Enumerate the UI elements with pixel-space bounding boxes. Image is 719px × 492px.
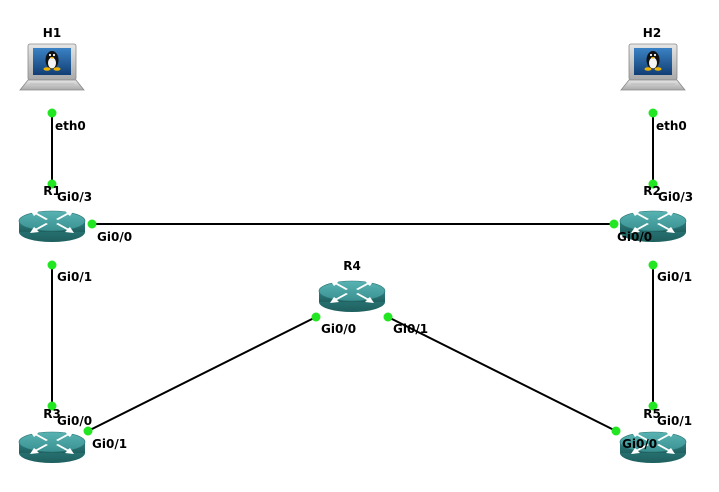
node-label-r4: R4 (343, 259, 361, 273)
port-label-r5-gi0-0: Gi0/0 (622, 437, 657, 451)
port-label-h1-eth0: eth0 (55, 119, 86, 133)
linux-host-icon[interactable] (19, 43, 85, 91)
router-icon[interactable] (18, 430, 86, 464)
node-label-r1: R1 (43, 184, 61, 198)
node-label-h2: H2 (643, 26, 661, 40)
port-dot-r1-gi0-0[interactable] (87, 219, 97, 229)
links-layer (51, 113, 654, 432)
port-dot-r5-gi0-1[interactable] (648, 401, 658, 411)
port-dot-r2-gi0-3[interactable] (648, 179, 658, 189)
port-label-r2-gi0-3: Gi0/3 (658, 190, 693, 204)
port-label-r3-gi0-0: Gi0/0 (57, 414, 92, 428)
port-dot-r1-gi0-1[interactable] (47, 260, 57, 270)
port-dot-h1-eth0[interactable] (47, 108, 57, 118)
port-label-h2-eth0: eth0 (656, 119, 687, 133)
port-dot-r5-gi0-0[interactable] (611, 426, 621, 436)
node-label-h1: H1 (43, 26, 61, 40)
port-label-r1-gi0-0: Gi0/0 (97, 230, 132, 244)
port-label-r5-gi0-1: Gi0/1 (657, 414, 692, 428)
link-r4-r5[interactable] (387, 316, 617, 432)
ports-layer (47, 108, 658, 436)
port-label-r1-gi0-3: Gi0/3 (57, 190, 92, 204)
node-label-r3: R3 (43, 407, 61, 421)
port-label-r3-gi0-1: Gi0/1 (92, 437, 127, 451)
linux-host-icon[interactable] (620, 43, 686, 91)
port-label-r4-gi0-1: Gi0/1 (393, 322, 428, 336)
port-dot-h2-eth0[interactable] (648, 108, 658, 118)
port-dot-r2-gi0-1[interactable] (648, 260, 658, 270)
nodes-layer (18, 43, 687, 464)
port-dot-r3-gi0-1[interactable] (83, 426, 93, 436)
port-dot-r3-gi0-0[interactable] (47, 401, 57, 411)
port-label-r1-gi0-1: Gi0/1 (57, 270, 92, 284)
router-icon[interactable] (318, 279, 386, 313)
node-label-r2: R2 (643, 184, 661, 198)
port-label-r2-gi0-0: Gi0/0 (617, 230, 652, 244)
link-r3-r4[interactable] (87, 316, 317, 432)
port-dot-r4-gi0-1[interactable] (383, 312, 393, 322)
port-label-r4-gi0-0: Gi0/0 (321, 322, 356, 336)
port-label-r2-gi0-1: Gi0/1 (657, 270, 692, 284)
node-label-r5: R5 (643, 407, 661, 421)
port-dot-r4-gi0-0[interactable] (311, 312, 321, 322)
port-dot-r2-gi0-0[interactable] (609, 219, 619, 229)
port-dot-r1-gi0-3[interactable] (47, 179, 57, 189)
router-icon[interactable] (18, 209, 86, 243)
